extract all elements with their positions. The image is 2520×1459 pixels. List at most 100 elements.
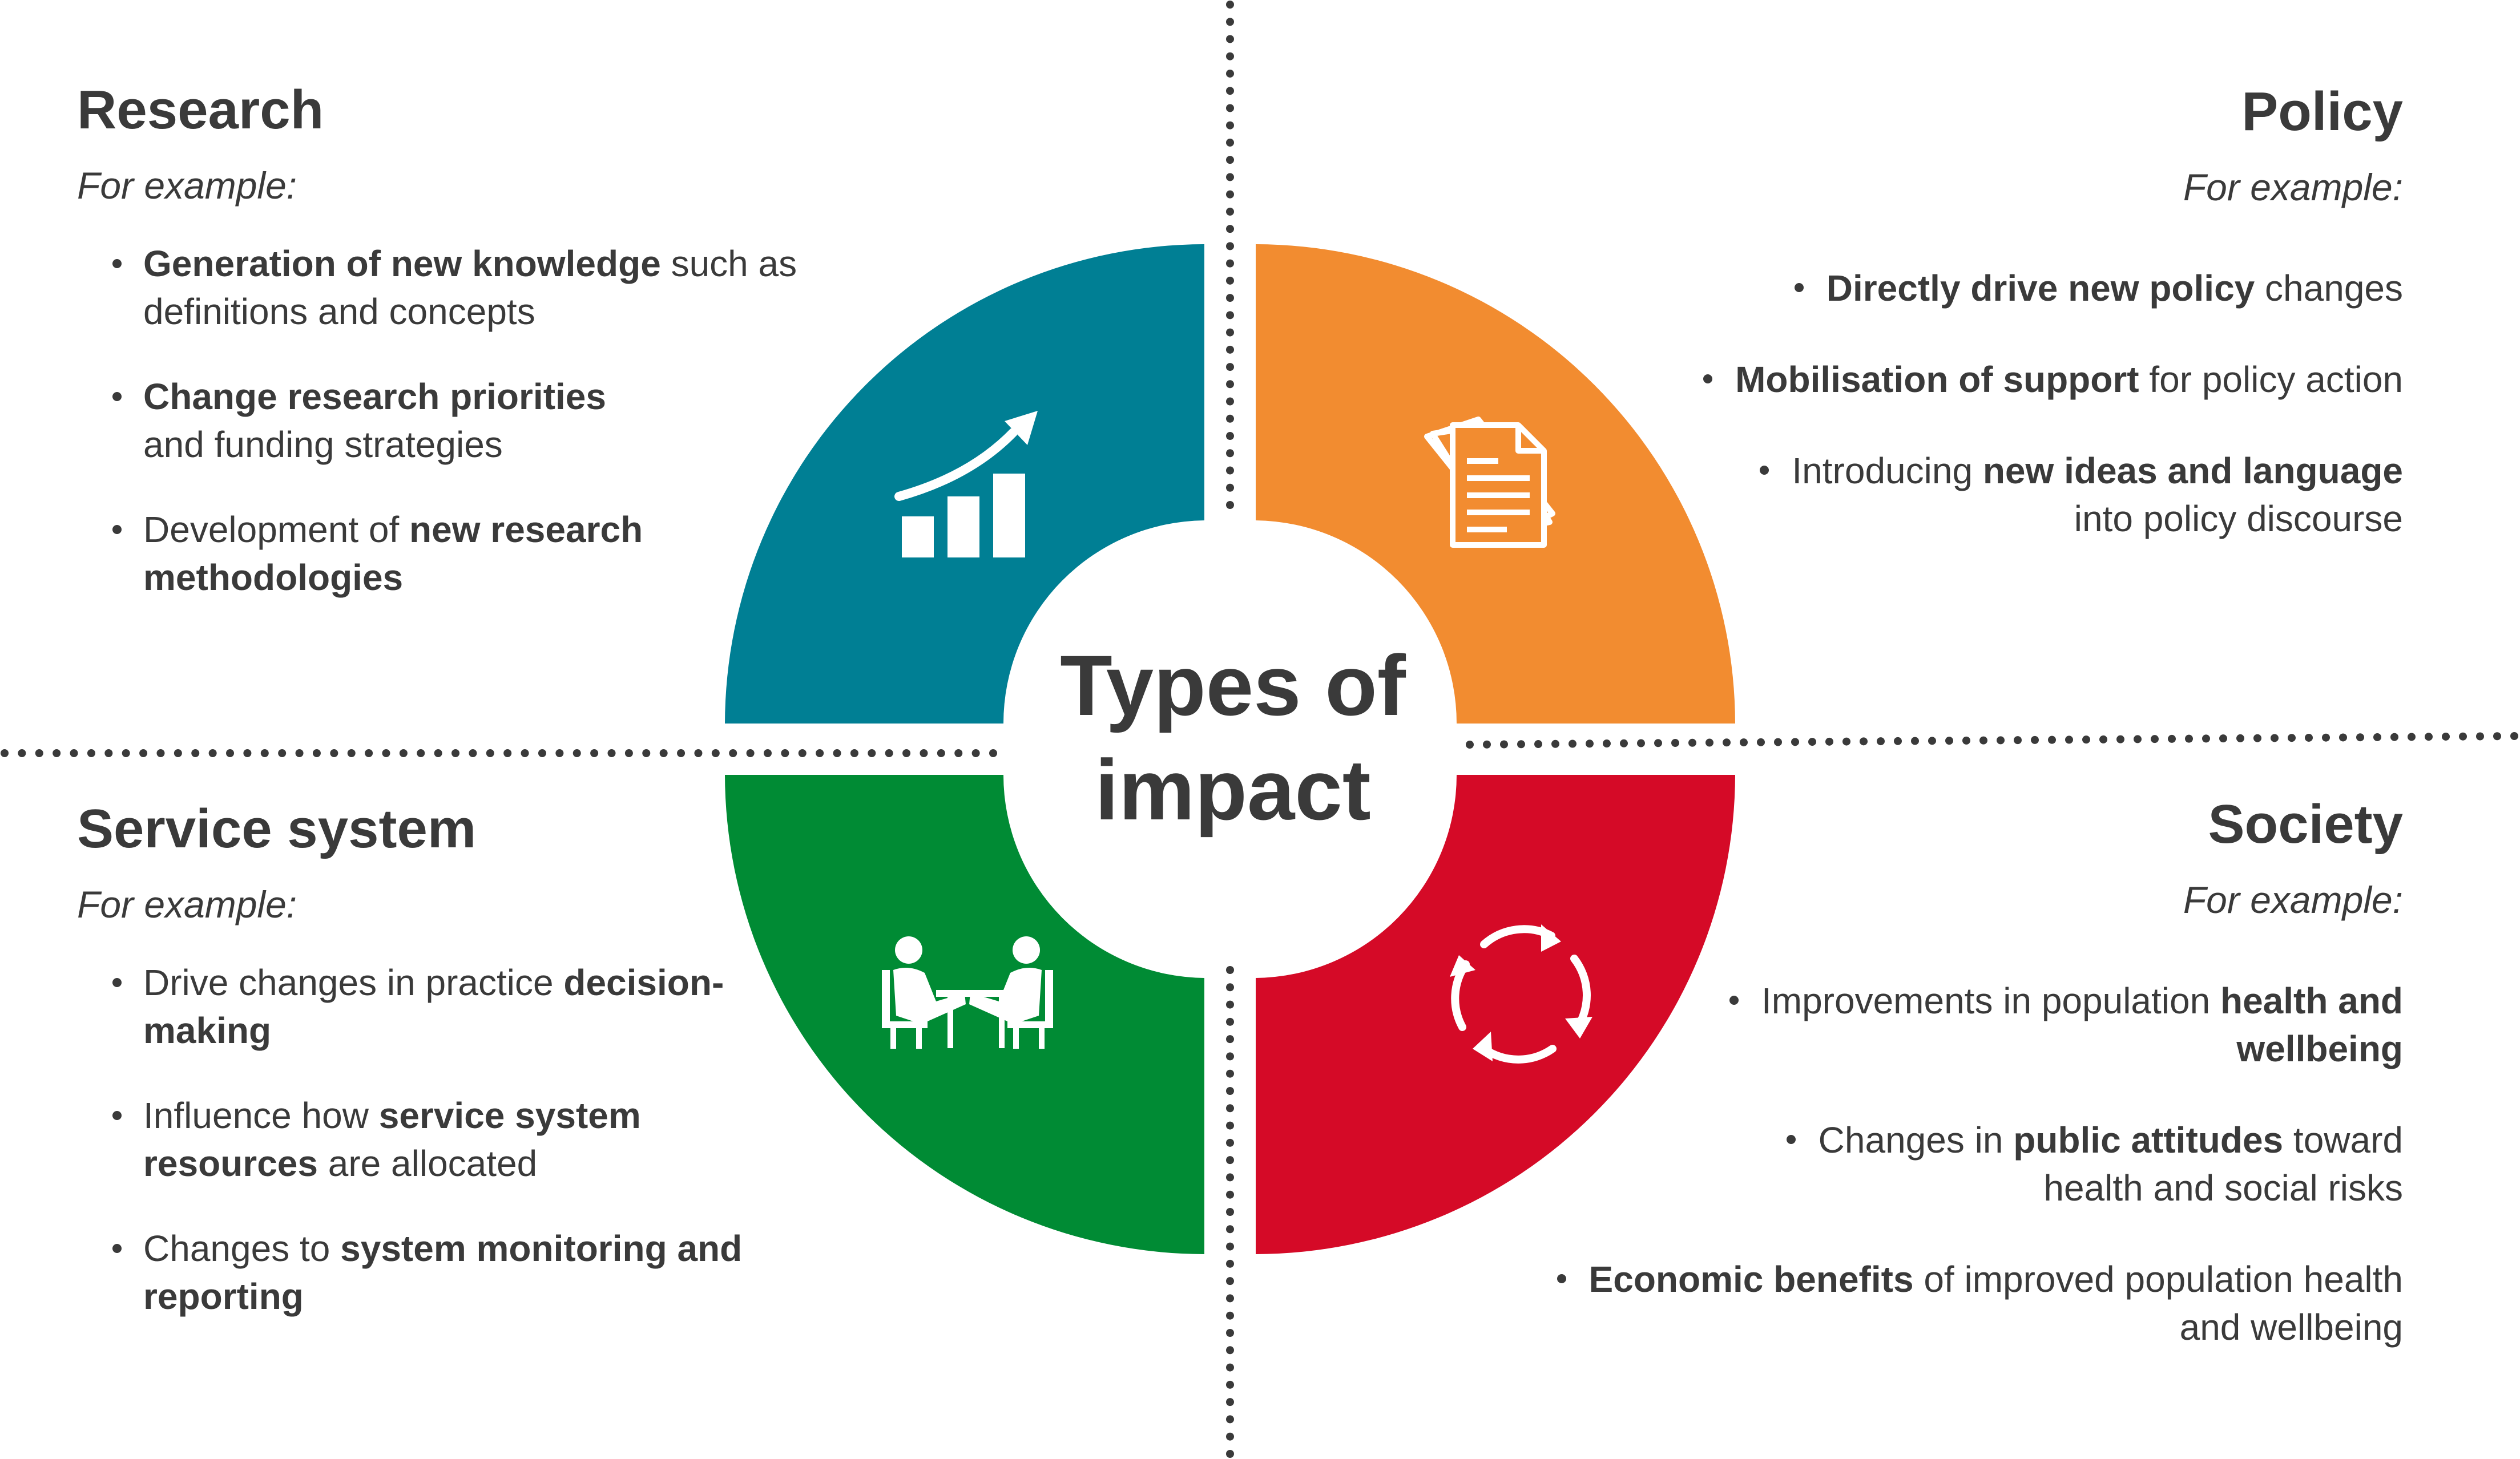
- divider-dot: [1226, 1242, 1234, 1251]
- divider-dot: [1226, 1398, 1234, 1407]
- text: for policy action: [2139, 358, 2403, 400]
- divider-dot: [243, 749, 252, 757]
- divider-dot: [1226, 1087, 1234, 1095]
- society-quadrant: [1256, 775, 1735, 1254]
- divider-dot: [1226, 138, 1234, 147]
- list-item: Economic benefits of improved population…: [1547, 1255, 2403, 1351]
- divider-dot: [122, 749, 130, 757]
- divider-dot: [434, 749, 442, 757]
- divider-dot: [816, 749, 824, 757]
- list-item: Directly drive new policy changes: [1547, 264, 2403, 312]
- divider-dot: [417, 749, 425, 757]
- divider-dot: [2271, 734, 2279, 742]
- bullet-icon: [1557, 1274, 1566, 1283]
- bold-text: new research methodologies: [143, 508, 643, 598]
- list-item: Changes to system monitoring and reporti…: [77, 1224, 933, 1320]
- divider-dot: [1226, 1380, 1234, 1389]
- service-panel: Service system For example: Drive change…: [77, 799, 933, 1320]
- divider-dot: [2151, 735, 2159, 743]
- divider-dot: [2014, 736, 2022, 745]
- divider-dot: [1551, 739, 1559, 748]
- divider-dot: [1894, 737, 1902, 745]
- divider-dot: [2408, 733, 2416, 741]
- divider-dot: [104, 749, 113, 757]
- research-subtitle: For example:: [77, 164, 297, 207]
- divider-dot: [920, 749, 928, 757]
- divider-dot: [1226, 311, 1234, 320]
- list-item: Drive changes in practice decision-makin…: [77, 959, 933, 1054]
- divider-dot: [2134, 735, 2142, 743]
- divider-dot: [1226, 173, 1234, 181]
- divider-dot: [1808, 738, 1816, 746]
- divider-dot: [2065, 735, 2073, 744]
- text: and funding strategies: [143, 423, 503, 465]
- divider-dot: [989, 749, 997, 757]
- center-title: Types of impact: [1005, 633, 1461, 842]
- list-item: Influence how service system resources a…: [77, 1092, 933, 1187]
- bold-text: service system resources: [143, 1094, 641, 1184]
- documents-icon: [1424, 417, 1555, 548]
- divider-dot: [538, 749, 546, 757]
- center-title-line1: Types of: [1060, 637, 1406, 733]
- divider-dot: [833, 749, 841, 757]
- divider-dot: [2082, 735, 2090, 744]
- bullet-icon: [112, 1110, 122, 1120]
- divider-dot: [2459, 732, 2467, 741]
- divider-dot: [1740, 738, 1748, 747]
- divider-dot: [1466, 741, 1474, 749]
- text: Drive changes in practice: [143, 961, 564, 1003]
- divider-dot: [1226, 69, 1234, 78]
- text: changes: [2255, 267, 2403, 309]
- divider-dot: [1226, 1225, 1234, 1234]
- bold-text: Generation of new knowledge: [143, 243, 661, 284]
- divider-dot: [1483, 740, 1491, 749]
- divider-dot: [624, 749, 633, 757]
- divider-dot: [312, 749, 321, 757]
- divider-dot: [1226, 414, 1234, 423]
- divider-dot: [382, 749, 390, 757]
- divider-dot: [1226, 1121, 1234, 1130]
- bold-text: public attitudes: [2013, 1119, 2284, 1161]
- divider-dot: [1842, 737, 1850, 746]
- divider-dot: [798, 749, 807, 757]
- divider-dot: [451, 749, 460, 757]
- divider-dot: [1226, 294, 1234, 302]
- bullet-icon: [112, 391, 122, 401]
- bullet-icon: [112, 977, 122, 987]
- divider-dot: [1226, 1017, 1234, 1026]
- divider-dot: [1226, 1277, 1234, 1286]
- divider-dot: [1603, 739, 1611, 748]
- center-title-line2: impact: [1095, 742, 1371, 838]
- divider-dot: [278, 749, 287, 757]
- service-title: Service system: [77, 798, 477, 859]
- divider-dot: [642, 749, 651, 757]
- list-item: Change research priorities and funding s…: [77, 373, 933, 468]
- divider-dot: [1860, 737, 1868, 746]
- divider-dot: [18, 749, 26, 757]
- divider-dot: [1586, 739, 1594, 748]
- divider-dot: [1226, 1000, 1234, 1009]
- policy-panel: Policy For example: Directly drive new p…: [1547, 82, 2403, 543]
- list-item: Development of new research methodologie…: [77, 506, 933, 601]
- bold-text: health and wellbeing: [2220, 980, 2403, 1069]
- divider-dot: [2048, 735, 2056, 744]
- bold-text: new ideas and language: [1982, 450, 2403, 491]
- divider-dot: [1226, 242, 1234, 250]
- divider-dot: [1226, 18, 1234, 26]
- divider-dot: [347, 749, 356, 757]
- text: toward health and social risks: [2043, 1119, 2403, 1209]
- divider-dot: [1226, 35, 1234, 43]
- service-quadrant: [725, 775, 1204, 1254]
- divider-dot: [2373, 733, 2381, 741]
- divider-dot: [1705, 738, 1713, 747]
- divider-dot: [555, 749, 564, 757]
- divider-dot: [2288, 734, 2296, 742]
- cycle-arrows-icon: [1450, 924, 1592, 1064]
- bullet-icon: [1794, 282, 1804, 292]
- divider-dot: [2339, 733, 2347, 742]
- divider-dot: [659, 749, 668, 757]
- divider-dot: [1226, 501, 1234, 509]
- divider-dot: [2442, 732, 2450, 741]
- divider-dot: [139, 749, 148, 757]
